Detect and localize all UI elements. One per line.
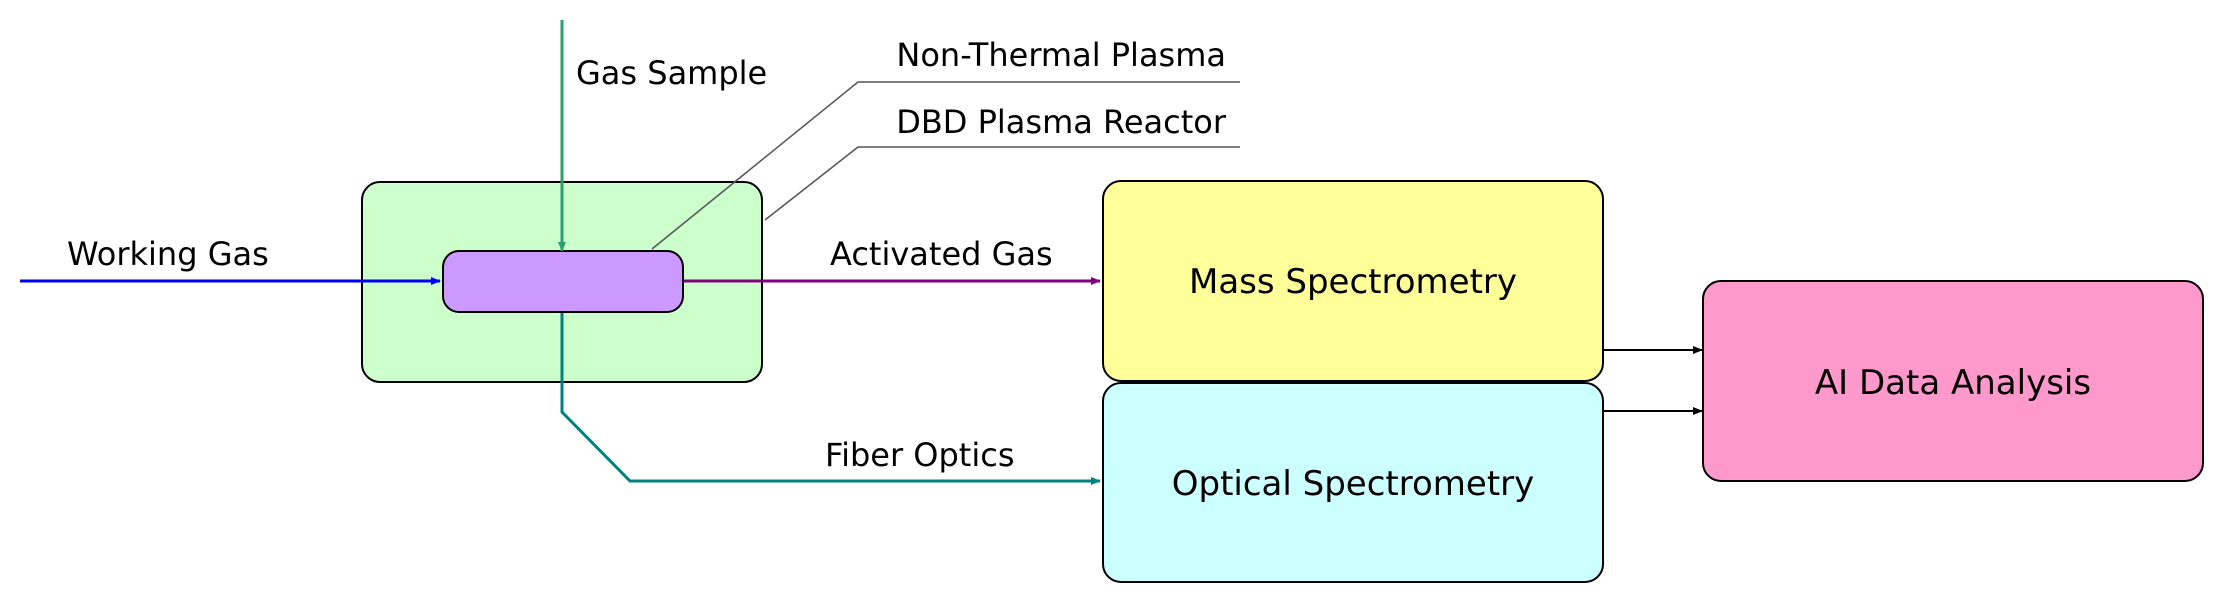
dbd-plasma-reactor-label: DBD Plasma Reactor [896,103,1227,141]
working-gas-label: Working Gas [67,235,269,273]
optical-spectrometry-label: Optical Spectrometry [1172,464,1535,504]
non-thermal-plasma-label: Non-Thermal Plasma [896,36,1226,74]
mass-spectrometry-label: Mass Spectrometry [1189,262,1517,302]
activated-gas-label: Activated Gas [830,235,1053,273]
non-thermal-plasma-box [442,250,684,313]
dbd-reactor-leader [764,146,1240,221]
ai-data-analysis-label: AI Data Analysis [1815,363,2091,403]
mass-spectrometry-box [1102,180,1604,382]
optical-spectrometry-box [1102,382,1604,583]
non-thermal-plasma-leader [651,81,1240,250]
gas-sample-label: Gas Sample [576,54,767,92]
fiber-optics-label: Fiber Optics [825,436,1015,474]
ai-data-analysis-box [1702,280,2204,482]
fiber-optics-arrow [560,312,1101,485]
